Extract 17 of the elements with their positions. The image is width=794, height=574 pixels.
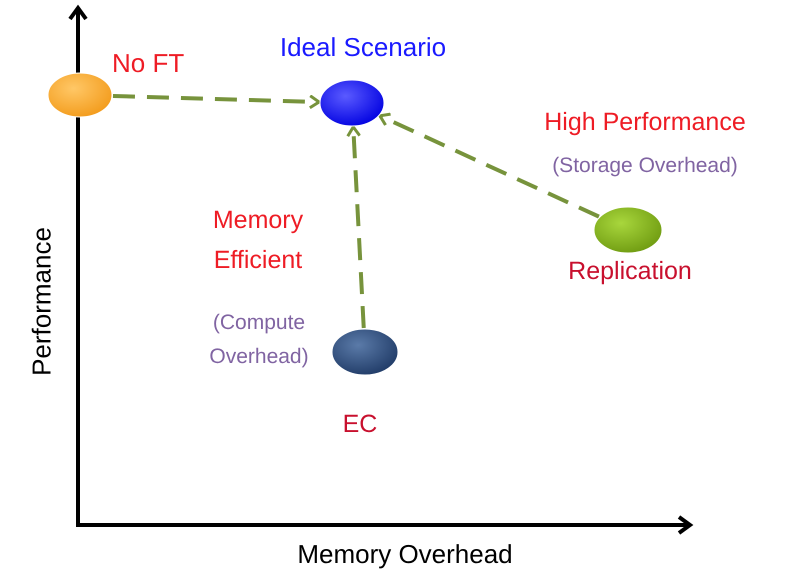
- ellipse-marker: [319, 79, 385, 127]
- point-label: High Performance: [543, 107, 747, 138]
- point-label: (Storage Overhead): [551, 153, 739, 179]
- point-label: Memory Efficient: [212, 205, 304, 276]
- ellipse-marker: [331, 328, 399, 376]
- x-axis-title: Memory Overhead: [296, 538, 514, 571]
- dashed-arrow: [378, 112, 600, 218]
- point-label: EC: [342, 409, 378, 440]
- ellipse-marker: [593, 206, 663, 254]
- point-label: Ideal Scenario: [278, 31, 448, 64]
- dashed-arrow: [346, 125, 366, 328]
- y-axis-title: Performance: [26, 226, 58, 378]
- point-label: No FT: [112, 47, 186, 80]
- point-label: (Compute Overhead): [208, 310, 310, 370]
- ellipse-marker: [47, 72, 113, 118]
- point-label: Replication: [567, 256, 693, 287]
- dashed-arrow: [112, 94, 321, 110]
